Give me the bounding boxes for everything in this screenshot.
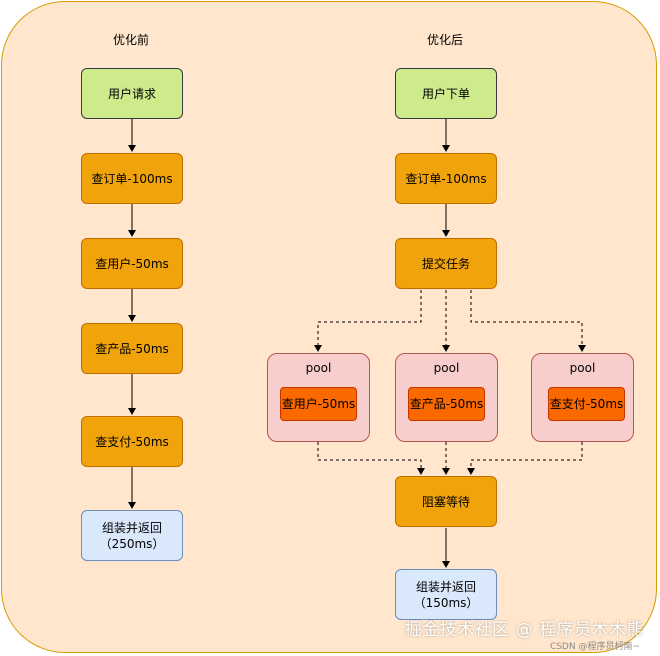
left-step-query-payment: 查支付-50ms [81,416,183,467]
dash-out-right [470,290,586,352]
right-result-line2: （150ms） [413,595,479,610]
dash-in-left [317,442,425,475]
left-step-query-product: 查产品-50ms [81,323,183,374]
left-title: 优化前 [113,33,150,47]
pool-1-label: pool [305,361,332,375]
dash-in-right [467,442,583,475]
pool-3-label: pool [569,361,596,375]
right-title: 优化后 [427,33,464,47]
left-step-user-request: 用户请求 [81,68,183,119]
left-result-line1: 组装并返回 [101,520,162,535]
right-result-line1: 组装并返回 [415,579,476,594]
left-result: 组装并返回 （250ms） [81,510,183,561]
pool-2-task: 查产品-50ms [408,387,485,421]
right-step-query-order: 查订单-100ms [395,153,497,204]
left-result-line2: （250ms） [99,536,165,551]
dash-out-left [314,290,422,352]
right-step-place-order: 用户下单 [395,68,497,119]
pool-2-label: pool [433,361,460,375]
right-step-block-wait: 阻塞等待 [395,476,497,527]
left-step-query-user: 查用户-50ms [81,238,183,289]
watermark-sub: CSDN @程序员柯南~ [549,642,640,652]
left-step-query-order: 查订单-100ms [81,153,183,204]
right-step-submit-task: 提交任务 [395,238,497,289]
pool-1-task: 查用户-50ms [280,387,357,421]
right-result: 组装并返回 （150ms） [395,569,497,620]
pool-3-task: 查支付-50ms [548,387,625,421]
watermark-main: 掘金技术社区 @ 程序员木木熊 [404,620,644,640]
